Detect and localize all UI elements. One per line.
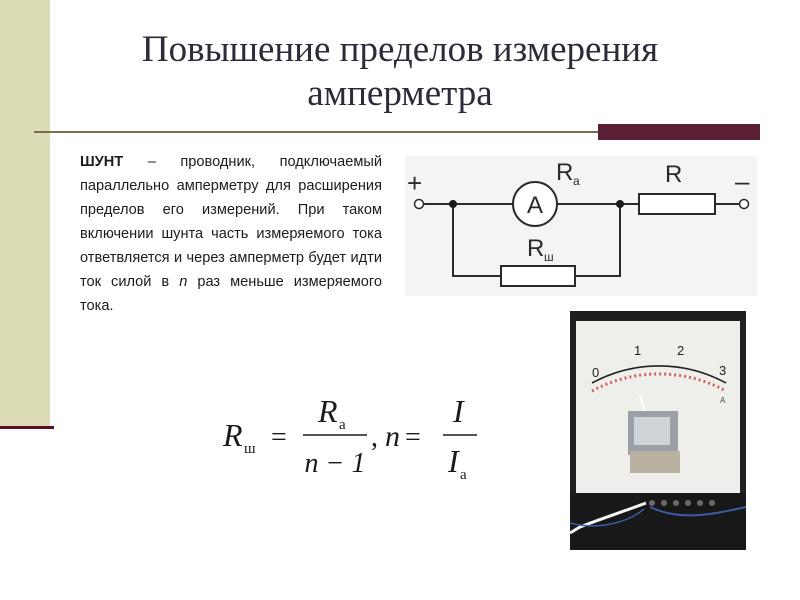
blue-wire	[649, 506, 746, 517]
formula-num1: R	[317, 393, 338, 429]
ammeter-photo: 0 1 2 3 A	[570, 311, 746, 550]
terminal-panel	[570, 493, 746, 550]
slide-title: Повышение пределов измерения амперметра	[0, 28, 800, 116]
resistor-r	[638, 193, 716, 215]
ammeter-label: A	[527, 192, 543, 219]
shunt-circuit-diagram: + – A R а R R ш	[405, 156, 757, 296]
term-shunt: ШУНТ	[80, 154, 124, 170]
scale-label-0: 0	[592, 365, 599, 380]
formula-den1: n − 1	[305, 448, 366, 479]
rsh-subscript: ш	[544, 250, 554, 264]
ra-label: R	[556, 159, 573, 186]
n-symbol: n	[179, 274, 188, 290]
formula-eq1: =	[271, 422, 287, 453]
blue-wire-left	[570, 508, 645, 527]
shunt-wire-right	[575, 204, 621, 277]
formula-num2: I	[452, 393, 465, 429]
terminal-plus	[413, 198, 425, 210]
terminal-minus	[738, 198, 750, 210]
unit-mark: A	[720, 396, 726, 405]
formula-den2-sub: а	[460, 467, 467, 483]
ra-subscript: а	[573, 174, 580, 188]
rsh-label: R	[527, 235, 544, 262]
ammeter-symbol	[512, 181, 558, 227]
title-line-1: Повышение пределов измерения	[141, 29, 659, 70]
formula-lhs: R	[222, 417, 243, 453]
r-label: R	[665, 161, 682, 188]
junction-right	[616, 200, 624, 208]
resistor-shunt	[500, 265, 576, 287]
formula-comma: ,	[371, 422, 378, 453]
plus-label: +	[407, 168, 422, 198]
shunt-wire-left	[452, 204, 501, 277]
scale-label-3: 3	[719, 363, 726, 378]
definition-paragraph: ШУНТ – проводник, подключаемый параллель…	[80, 150, 382, 318]
title-rule	[34, 131, 599, 133]
title-rule-accent	[598, 124, 760, 140]
formula-n: n	[385, 420, 400, 453]
formula-lhs-sub: ш	[244, 441, 256, 457]
minus-label: –	[735, 166, 750, 196]
meter-scale-arc	[591, 365, 727, 384]
junction-left	[449, 200, 457, 208]
formula-eq2: =	[405, 422, 421, 453]
movement-coil	[634, 417, 670, 445]
definition-end: раз меньше измеряемого тока.	[80, 274, 382, 314]
side-accent-bar	[0, 0, 50, 428]
shunt-formula: R ш = R а n − 1 , n = I I а	[222, 393, 477, 483]
definition-text: – проводник, подключаемый параллельно ам…	[80, 154, 382, 290]
formula-den2: I	[447, 443, 460, 479]
formula-num1-sub: а	[339, 417, 346, 433]
scale-label-2: 2	[677, 343, 684, 358]
white-wire	[570, 501, 647, 535]
movement-base	[630, 451, 680, 473]
scale-label-1: 1	[634, 343, 641, 358]
title-line-2: амперметра	[307, 73, 493, 114]
terminal-screws	[649, 500, 715, 506]
side-accent-underline	[0, 426, 54, 429]
